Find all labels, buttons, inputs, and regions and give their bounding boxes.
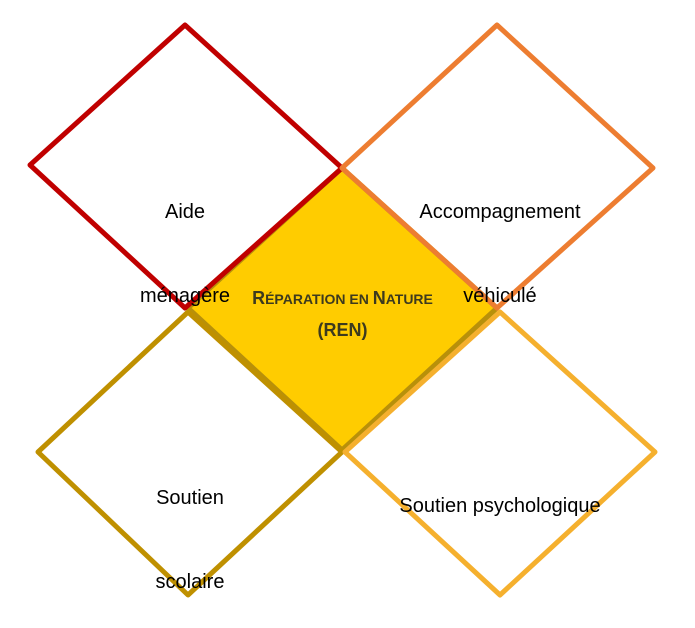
bottom-left-diamond: [35, 309, 345, 598]
top-right-diamond: [339, 22, 656, 311]
center-label-line2: (REN): [317, 320, 368, 340]
bottom-right-label-line1: Soutien psychologique: [399, 495, 601, 517]
top-left-diamond: [27, 22, 345, 311]
top-left-label-line1: Aide: [164, 201, 206, 223]
top-right-label-line2: véhiculé: [463, 285, 537, 307]
center-label-line1: RÉPARATION EN NATURE: [210, 283, 475, 315]
center-label: RÉPARATION EN NATURE (REN): [210, 283, 475, 345]
bottom-right-diamond: [342, 309, 658, 598]
bottom-left-label-line1: Soutien: [156, 487, 224, 509]
center-label-part-4: ATURE: [385, 291, 433, 307]
top-left-label: Aide ménagère: [100, 142, 270, 366]
top-right-label: Accompagnement véhiculé: [400, 142, 600, 366]
center-label-part-2: ÉPARATION EN: [265, 291, 373, 307]
bottom-left-label: Soutien scolaire: [105, 428, 275, 628]
bottom-left-label-line2: scolaire: [155, 571, 225, 593]
center-label-part-3: N: [372, 288, 386, 308]
top-right-label-line1: Accompagnement: [419, 201, 581, 223]
top-left-label-line2: ménagère: [139, 285, 231, 307]
center-label-part-1: R: [252, 288, 266, 308]
bottom-right-label: Soutien psychologique: [375, 436, 625, 576]
